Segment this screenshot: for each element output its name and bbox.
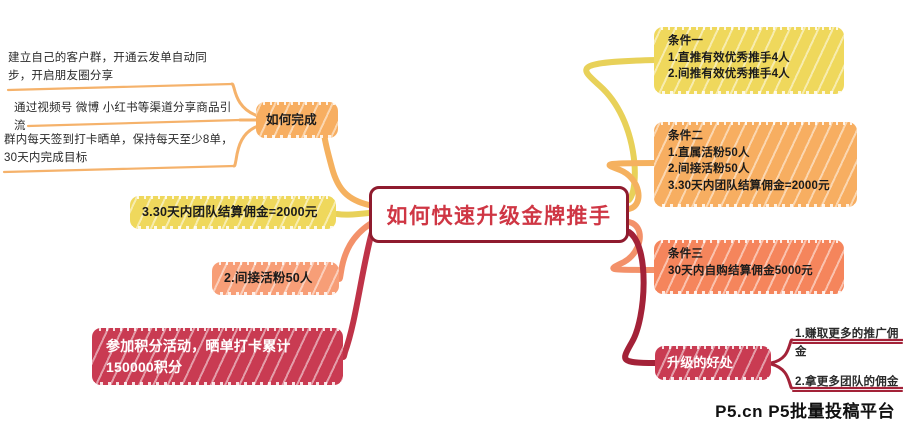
node-condition-three[interactable]: 条件三 30天内自购结算佣金5000元 — [654, 240, 844, 294]
node-points-activity-label: 参加积分活动，晒单打卡累计150000积分 — [106, 338, 291, 375]
node-condition-two[interactable]: 条件二 1.直属活粉50人 2.间接活粉50人 3.30天内团队结算佣金=200… — [654, 122, 857, 207]
node-condition-one-item-2: 2.间推有效优秀推手4人 — [668, 68, 790, 81]
node-condition-two-item-1: 1.直属活粉50人 — [668, 146, 750, 159]
node-how-to-complete-label: 如何完成 — [266, 112, 317, 127]
node-condition-three-item-1: 30天内自购结算佣金5000元 — [668, 264, 813, 277]
wire-upgrade-benefits-item-2 — [769, 362, 794, 390]
watermark: P5.cn P5批量投稿平台 — [715, 402, 895, 421]
node-condition-one-item-1: 1.直推有效优秀推手4人 — [668, 51, 790, 64]
node-upgrade-benefits[interactable]: 升级的好处 — [655, 346, 771, 380]
node-condition-one-title: 条件一 — [668, 35, 704, 47]
node-points-activity[interactable]: 参加积分活动，晒单打卡累计150000积分 — [92, 328, 343, 385]
leaf-how-to-complete-item-3[interactable]: 群内每天签到打卡晒单，保持每天至少8单，30天内完成目标 — [4, 134, 233, 164]
underline-benefit-2 — [792, 390, 903, 392]
wire-upgrade-benefits-item-1 — [769, 338, 794, 365]
leaf-upgrade-benefit-item-2[interactable]: 2.拿更多团队的佣金 — [795, 376, 899, 388]
wire-root-team-commission — [334, 210, 372, 218]
root-node-label: 如何快速升级金牌推手 — [386, 204, 612, 228]
leaf-how-to-complete-item-1[interactable]: 建立自己的客户群，开通云发单自动同步，开启朋友圈分享 — [8, 52, 207, 82]
node-condition-two-item-2: 2.间接活粉50人 — [668, 163, 750, 176]
node-condition-three-title: 条件三 — [668, 248, 704, 260]
node-condition-one[interactable]: 条件一 1.直推有效优秀推手4人 2.间推有效优秀推手4人 — [654, 27, 844, 94]
wire-root-condition-one — [583, 57, 659, 203]
node-team-commission-label: 3.30天内团队结算佣金=2000元 — [142, 205, 318, 220]
leaf-how-to-complete-item-2[interactable]: 通过视频号 微博 小红书等渠道分享商品引流 — [14, 102, 232, 132]
wire-root-upgrade-benefits — [622, 229, 658, 366]
leaf-upgrade-benefit-item-1[interactable]: 1.赚取更多的推广佣金 — [795, 328, 899, 358]
node-team-commission[interactable]: 3.30天内团队结算佣金=2000元 — [130, 196, 336, 229]
node-how-to-complete[interactable]: 如何完成 — [256, 102, 338, 138]
node-upgrade-benefits-label: 升级的好处 — [667, 354, 734, 370]
node-indirect-fans-label: 2.间接活粉50人 — [224, 271, 313, 286]
node-indirect-fans[interactable]: 2.间接活粉50人 — [212, 262, 339, 295]
wire-root-points-activity — [340, 229, 375, 360]
node-condition-two-item-3: 3.30天内团队结算佣金=2000元 — [668, 180, 830, 193]
node-condition-two-title: 条件二 — [668, 130, 704, 142]
wire-root-indirect-fans — [336, 221, 373, 282]
root-node[interactable]: 如何快速升级金牌推手 — [369, 186, 629, 243]
underline-benefit-1 — [792, 342, 903, 344]
